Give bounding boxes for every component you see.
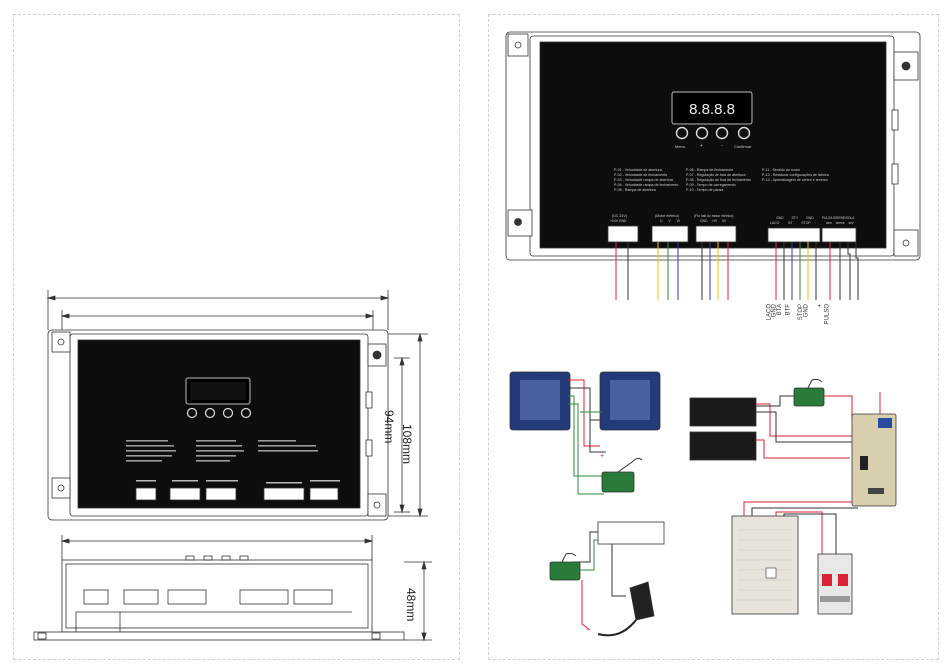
remote-receiver (597, 521, 665, 545)
polarity-minus-label: - (586, 627, 589, 634)
front-view-drawing (33, 535, 432, 642)
left-param-text (126, 440, 318, 462)
battery-pack (689, 397, 757, 461)
param-p06: P-06 - Rampa de fechamento (686, 168, 734, 172)
wire-label-pulso: PULSO (824, 304, 831, 325)
terminal-wires (615, 242, 859, 300)
pin-laco: LACO (770, 221, 780, 225)
adapter-wires (570, 531, 626, 631)
polarity-plus-label: + (600, 453, 604, 460)
terminal-pins-io-top: GND STY GND (776, 216, 814, 220)
photocell-boards (509, 371, 661, 431)
param-p01: P-01 - Velocidade de abertura (614, 168, 662, 172)
param-p11: P-11 - Sentido do motor (762, 168, 800, 172)
terminal-title-motor: (Motor elétrico) (655, 214, 680, 218)
param-p02: P-02 - Velocidade de fechamento (614, 173, 668, 177)
power-adapter (597, 581, 655, 637)
param-p10: P-10 - Tempo de pausa (686, 188, 724, 192)
right-board-drawing (505, 31, 921, 261)
pin-v: V (668, 219, 671, 223)
power-supply-wires (743, 501, 858, 554)
photocell-wires (568, 379, 606, 495)
param-p08: P-08 - Regulação de fora de fechamento (686, 178, 751, 182)
wire-label-bta: BTA (777, 304, 784, 316)
pin-24v: +24V (610, 219, 619, 223)
left-terminal-label-marks (136, 480, 340, 484)
right-display-panel (671, 91, 753, 125)
terminal-pins-power: +24V GND (610, 219, 627, 223)
button-label-menu: Menu (675, 144, 686, 149)
pin-sirm: sirm (826, 221, 833, 225)
inner-height-dimension-label: 94mm (382, 410, 396, 444)
depth-dimension-label: 48mm (404, 588, 418, 622)
battery-wires (756, 392, 881, 459)
pin-stop: STOP (801, 221, 811, 225)
param-p03: P-03 - Velocidade rampa de abertura (614, 178, 673, 182)
pin-sirene: sirene sirv (835, 221, 854, 225)
param-p07: P-07 - Regulação de fora de abertura (686, 173, 746, 177)
terminal-title-hall: (Fio hall do motor elétrico) (694, 214, 734, 218)
param-p04: P-04 - Velocidade rampa de fechamento (614, 183, 679, 187)
limit-switch-2 (793, 378, 825, 407)
switching-power-supply (731, 515, 799, 615)
terminal-pins-hall: GND HV 5V (700, 219, 726, 223)
param-list-col2: P-06 - Rampa de fechamento P-07 - Regula… (686, 168, 758, 193)
top-view-drawing (46, 290, 428, 521)
terminal-title-pulse: PULSA SIRENE/SOLA (822, 216, 855, 220)
control-board (851, 413, 897, 507)
param-p13: P-13 - Aprendizagem de centro e reverso (762, 178, 828, 182)
display-digits: 8.8.8.8 (689, 101, 735, 118)
param-list-col3: P-11 - Sentido do motor P-12 - Restaurar… (762, 168, 848, 183)
circuit-breaker (817, 553, 853, 615)
button-label-confirm: Confirmar (734, 144, 752, 149)
pin-hall-hv: HV (712, 219, 718, 223)
height-dimension-label: 108mm (400, 424, 414, 465)
limit-switch-3 (549, 552, 581, 581)
pin-w: W (676, 219, 680, 223)
param-p12: P-12 - Restaurar configurações de fábric… (762, 173, 829, 177)
wire-label-gnd-2: GND (803, 304, 810, 318)
pin-u: U (660, 219, 663, 223)
pin-io-gnd-2: GND (806, 216, 814, 220)
pin-io-sty: STY (791, 216, 799, 220)
left-terminal-blocks (135, 487, 339, 501)
left-button-row (186, 407, 252, 419)
left-sheet (13, 14, 460, 660)
wire-label-btf: BTF (785, 304, 792, 316)
param-p09: P-09 - Tempo de carregamento (686, 183, 736, 187)
terminal-pins-motor: U V W (660, 219, 680, 223)
wire-label-plus: + (817, 304, 824, 308)
pin-hall-gnd: GND (700, 219, 708, 223)
button-label-minus: - (721, 143, 723, 149)
button-label-plus: + (700, 143, 703, 149)
param-list-col1: P-01 - Velocidade de abertura P-02 - Vel… (614, 168, 684, 193)
right-sheet (488, 14, 939, 660)
pin-io-gnd-1: GND (776, 216, 784, 220)
left-display-panel (185, 377, 251, 405)
pin-gnd: GND (618, 219, 627, 223)
right-button-row (675, 126, 751, 140)
pin-bt: BT (788, 221, 793, 225)
terminal-title-power: (DC 24V) (612, 214, 627, 218)
terminal-pins-io: LACO BT STOP (770, 221, 811, 225)
param-p05: P-05 - Rampa de abertura (614, 188, 656, 192)
right-terminal-blocks (607, 225, 857, 243)
terminal-pins-pulse: sirm sirene sirv (826, 221, 853, 225)
pin-hall-5v: 5V (722, 219, 727, 223)
limit-switch-1 (601, 457, 643, 493)
